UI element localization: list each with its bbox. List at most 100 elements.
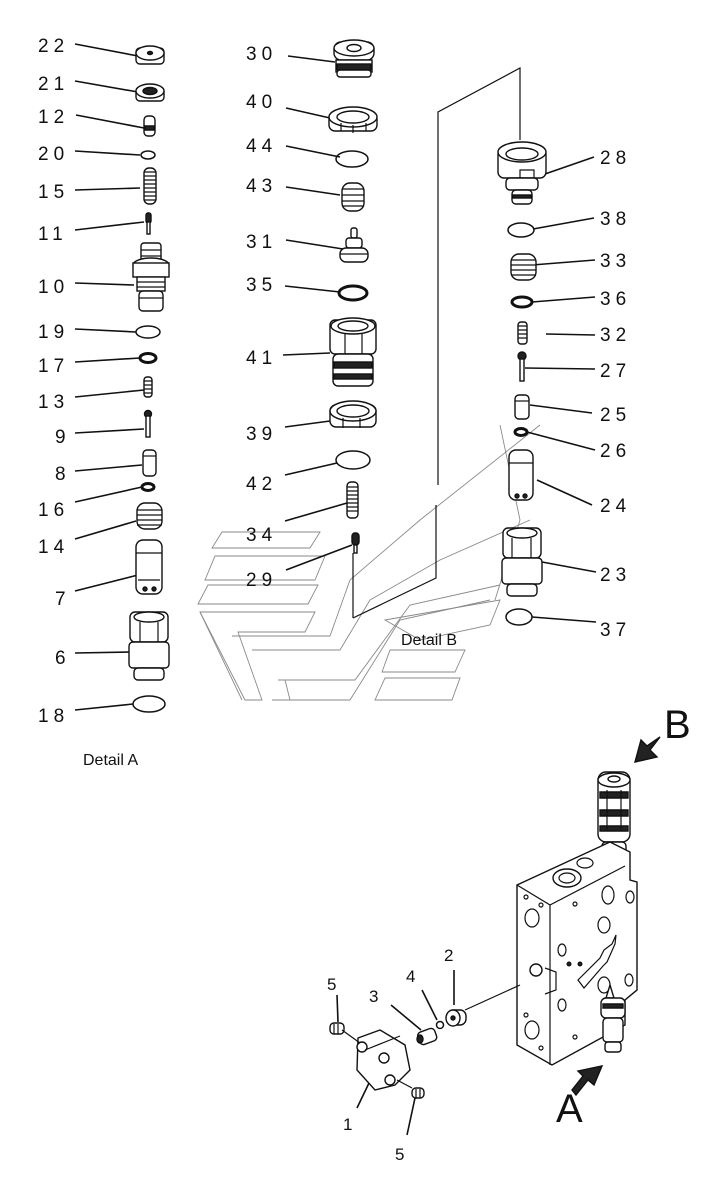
- part-26-oring: [513, 427, 529, 437]
- part-12-poppet: [143, 115, 156, 137]
- part-40-locknut: [328, 106, 378, 133]
- detail-a: 22 21 12 20 15 11 10 19 17 13 9 8 16 14 …: [38, 36, 170, 769]
- callout-8: 8: [55, 464, 71, 485]
- part-10-valve-body: [132, 242, 170, 312]
- callout-10: 10: [38, 277, 69, 298]
- callout-22: 22: [38, 36, 69, 57]
- callout-30: 30: [246, 44, 277, 65]
- callout-9: 9: [55, 427, 71, 448]
- part-28-cap: [497, 141, 547, 205]
- part-36-oring: [510, 295, 534, 309]
- part-37-oring: [505, 608, 533, 626]
- callout-28: 28: [600, 148, 631, 169]
- callout-7: 7: [55, 589, 71, 610]
- callout-25: 25: [600, 405, 631, 426]
- part-14-spring: [136, 502, 163, 530]
- part-32-spring: [517, 321, 528, 345]
- detail-b-caption: Detail B: [401, 632, 457, 649]
- part-39-locknut: [329, 400, 377, 428]
- part-29-needle: [351, 532, 360, 618]
- callout-20: 20: [38, 144, 69, 165]
- detail-a-caption: Detail A: [83, 752, 138, 769]
- callout-1: 1: [343, 1115, 352, 1134]
- part-6-housing: [128, 611, 170, 681]
- callout-44: 44: [246, 136, 277, 157]
- callout-4: 4: [406, 967, 415, 986]
- watermark-logo: [197, 424, 541, 701]
- callout-18: 18: [38, 706, 69, 727]
- callout-11: 11: [38, 224, 68, 245]
- callout-26: 26: [600, 441, 631, 462]
- part-1-cover: [356, 1029, 413, 1091]
- callout-38: 38: [600, 209, 631, 230]
- callout-13: 13: [38, 392, 69, 413]
- detail-b-left: 30 40 44 43 31 35 41 39 42 34 29: [246, 39, 521, 649]
- part-15-spring: [143, 167, 157, 205]
- part-34-spring: [346, 481, 359, 519]
- part-43-spring: [341, 182, 365, 212]
- part-24-spool: [508, 449, 534, 501]
- view-marker-a: A: [556, 1087, 583, 1131]
- callout-19: 19: [38, 322, 69, 343]
- part-18-oring: [132, 695, 166, 713]
- view-marker-b: B: [664, 703, 691, 747]
- callout-35: 35: [246, 275, 277, 296]
- cartridge-a: [600, 982, 626, 1053]
- part-33-spring: [510, 253, 537, 281]
- part-41-sleeve: [329, 317, 377, 387]
- callout-21: 21: [38, 74, 69, 95]
- callout-2: 2: [444, 946, 453, 965]
- part-21-nut: [135, 83, 165, 102]
- part-2-washer: [445, 1009, 467, 1027]
- part-13-spring: [143, 376, 153, 398]
- part-23-housing: [501, 527, 543, 597]
- part-20-oring: [140, 150, 156, 160]
- callout-31: 31: [246, 232, 277, 253]
- part-9-pin: [143, 409, 153, 438]
- part-27-pin: [517, 351, 527, 382]
- detail-b-right: 28 38 33 36 32 27 25 26 24 23 37: [497, 141, 631, 641]
- part-31-poppet: [339, 227, 369, 263]
- callout-17: 17: [38, 356, 69, 377]
- callout-43: 43: [246, 176, 277, 197]
- callout-29: 29: [246, 570, 277, 591]
- part-19-oring: [135, 325, 161, 339]
- valve-assembly: B: [327, 703, 691, 1164]
- part-3-plug: [416, 1027, 438, 1046]
- callout-40: 40: [246, 92, 277, 113]
- callout-32: 32: [600, 325, 631, 346]
- part-25-sleeve: [514, 394, 530, 420]
- callout-24: 24: [600, 496, 631, 517]
- callout-41: 41: [246, 348, 277, 369]
- part-22-cap: [135, 45, 165, 65]
- callout-5-top: 5: [327, 975, 336, 994]
- callout-15: 15: [38, 182, 69, 203]
- part-44-oring: [335, 150, 369, 168]
- part-17-backup-ring: [138, 352, 158, 364]
- part-4-ball: [435, 1020, 445, 1030]
- callout-12: 12: [38, 107, 69, 128]
- part-8-sleeve: [142, 449, 157, 477]
- callout-16: 16: [38, 500, 69, 521]
- callout-23: 23: [600, 565, 631, 586]
- arrow-a-icon: [571, 1065, 604, 1097]
- part-5-screw-bottom: [411, 1087, 425, 1099]
- part-35-oring: [337, 284, 369, 302]
- part-30-plug: [333, 39, 375, 78]
- part-16-oring: [140, 482, 156, 492]
- part-7-spool: [135, 539, 163, 595]
- callout-36: 36: [600, 289, 631, 310]
- callout-5-bottom: 5: [395, 1145, 404, 1164]
- callout-42: 42: [246, 474, 277, 495]
- part-5-screw-top: [329, 1022, 345, 1035]
- callout-33: 33: [600, 251, 631, 272]
- callout-39: 39: [246, 424, 277, 445]
- callout-27: 27: [600, 361, 631, 382]
- callout-37: 37: [600, 620, 631, 641]
- callout-3: 3: [369, 987, 378, 1006]
- part-42-oring: [335, 450, 371, 470]
- callout-6: 6: [55, 648, 71, 669]
- callout-14: 14: [38, 537, 69, 558]
- callout-34: 34: [246, 525, 277, 546]
